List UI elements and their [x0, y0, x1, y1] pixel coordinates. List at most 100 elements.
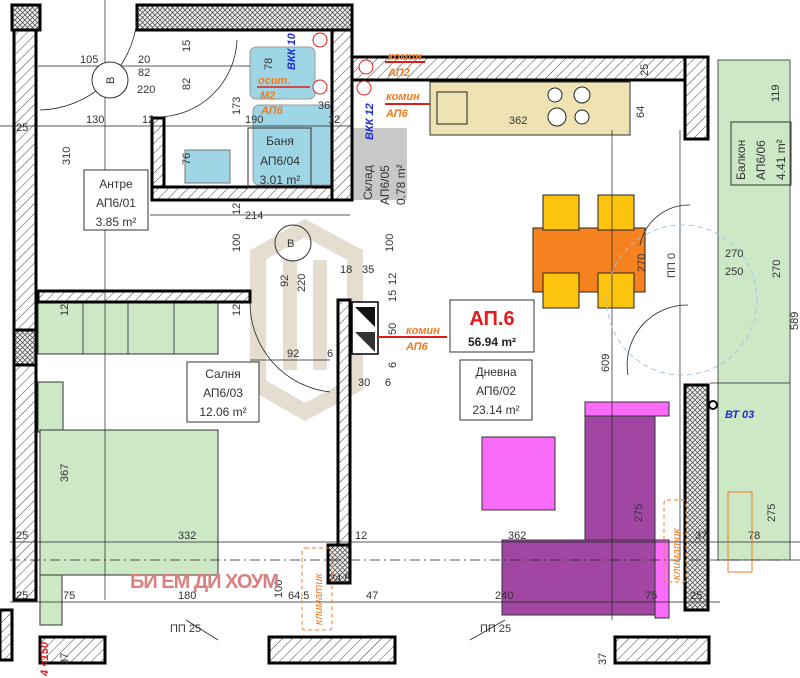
svg-text:АП.6: АП.6: [469, 308, 514, 330]
wall: [135, 3, 354, 32]
dimension-label: 275: [633, 504, 645, 522]
sofa: [584, 415, 656, 542]
dimension-label: 92: [279, 275, 291, 287]
door-type-marker: [274, 224, 312, 262]
dimension-label: 367: [59, 464, 71, 482]
dimension-label: 12: [142, 114, 154, 126]
svg-text:АП2: АП2: [387, 67, 410, 79]
wall: [36, 289, 252, 304]
svg-text:Склад: Склад: [361, 165, 375, 200]
dimension-label: 20: [138, 54, 150, 66]
dimension-label: 78: [748, 530, 760, 542]
sink: [436, 91, 468, 125]
dimension-label: 78: [263, 58, 275, 70]
dimension-label: 100: [231, 234, 243, 252]
svg-text:климатик: климатик: [313, 573, 325, 625]
washbasin: [184, 149, 231, 184]
dimension-label: 82: [181, 78, 193, 90]
svg-text:Антре: Антре: [99, 177, 133, 191]
vkk12-label: ВКК 12: [364, 103, 376, 140]
storage-floor: [352, 128, 407, 200]
dimension-label: 12: [231, 203, 243, 215]
door-swings: [39, 19, 691, 641]
svg-text:АП6: АП6: [385, 108, 409, 120]
dimension-label: 609: [600, 354, 612, 372]
chair: [542, 194, 580, 231]
dimension-label: 15: [387, 290, 399, 302]
bt03-marker: ВТ 03: [708, 400, 754, 421]
svg-text:осит.: осит.: [258, 75, 290, 87]
dimension-label: 82: [138, 67, 150, 79]
wall: [267, 635, 397, 665]
svg-text:комин: комин: [406, 325, 440, 337]
dimension-label: 76: [181, 153, 193, 165]
svg-text:Балкон: Балкон: [734, 140, 748, 180]
wall: [613, 635, 711, 665]
dimension-label: 190: [245, 114, 263, 126]
room-label-dnevna: Дневна АП6/02 23.14 m²: [459, 359, 533, 421]
dimension-label: 6: [387, 362, 399, 368]
chair: [597, 272, 635, 309]
dimension-label: 36: [318, 100, 330, 112]
dimension-label: 64: [635, 106, 647, 118]
kitchen-counter: [429, 81, 631, 136]
wall: [0, 608, 14, 662]
wall: [12, 328, 38, 367]
air-conditioner: климатик: [663, 499, 687, 583]
dimension-label: 100: [273, 580, 285, 598]
dimension-label: 332: [178, 530, 196, 542]
rug: [481, 436, 556, 511]
wall: [683, 55, 710, 141]
dimension-label: 270: [725, 248, 743, 260]
svg-text:АП6: АП6: [405, 341, 429, 353]
vkk10-label: ВКК 10: [286, 32, 298, 70]
svg-text:комин: комин: [386, 91, 420, 103]
svg-text:ВТ 03: ВТ 03: [725, 409, 754, 421]
apartment-label: АП.6 56.94 m²: [449, 299, 535, 353]
dimension-label: 18: [340, 264, 352, 276]
door-label-pp25: ПП 25: [170, 623, 201, 635]
room-label-sklad: Склад АП6/05 0.78 m²: [361, 164, 408, 205]
svg-text:АП6/01: АП6/01: [96, 196, 136, 210]
svg-text:АП6: АП6: [260, 105, 284, 117]
ceiling-light-circle: [606, 224, 758, 376]
osit-annotation: осит. М2 АП6: [257, 32, 328, 117]
dimension-label: 310: [61, 147, 73, 165]
door-label-pp25: ПП 25: [480, 623, 511, 635]
dimension-label: 37: [597, 653, 609, 665]
dimension-label: 275: [766, 504, 778, 522]
dimension-label: 180: [178, 590, 196, 602]
svg-text:56.94 m²: 56.94 m²: [468, 335, 516, 349]
dimension-label: 15: [181, 40, 193, 52]
komin-ap2-annotation: комин АП2: [358, 51, 425, 79]
dimension-label: 30: [358, 377, 370, 389]
room-label-balkon: Балкон АП6/06 4.41 m²: [730, 121, 792, 186]
chair: [542, 272, 580, 309]
dimension-label: 270: [771, 260, 783, 278]
komin-ap6-chimney-annotation: комин АП6: [378, 325, 447, 353]
bathtub: [249, 46, 316, 100]
dimension-label: 75: [63, 590, 75, 602]
dimension-label: 24.5: [329, 573, 350, 585]
dimension-label: 100: [384, 234, 396, 252]
chair: [597, 194, 635, 231]
dimension-label: 12: [59, 304, 71, 316]
dimension-label: 220: [296, 274, 308, 292]
svg-text:комин: комин: [388, 51, 422, 63]
svg-text:12.06 m²: 12.06 m²: [199, 405, 246, 419]
svg-text:Салня: Салня: [205, 367, 241, 381]
dimension-label: 362: [508, 530, 526, 542]
dimension-label: 6: [327, 348, 333, 360]
wall: [336, 298, 352, 547]
svg-text:АП6/02: АП6/02: [476, 384, 516, 398]
dimension-label: 47: [366, 590, 378, 602]
dimension-label: 105: [80, 54, 98, 66]
wall: [326, 543, 352, 585]
dimension-label: 92: [287, 348, 299, 360]
watermark-text: БИ ЕМ ДИ ХОУМ: [130, 571, 278, 593]
dimension-label: 25: [16, 590, 28, 602]
svg-text:АП6/03: АП6/03: [203, 386, 243, 400]
dimension-label: 589: [789, 312, 800, 330]
wall: [150, 185, 354, 202]
